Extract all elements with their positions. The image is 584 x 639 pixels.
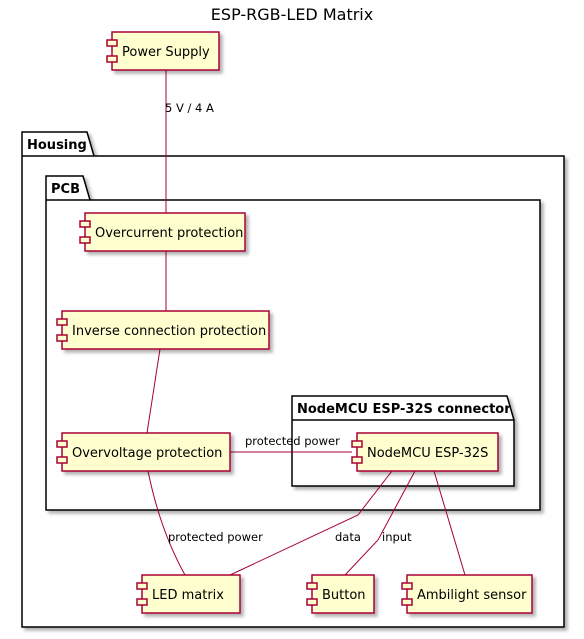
component-led-matrix: LED matrix xyxy=(136,574,241,614)
edge-label-protected-power-1: protected power xyxy=(245,434,340,448)
component-overvoltage: Overvoltage protection xyxy=(56,432,231,472)
package-connector-label: NodeMCU ESP-32S connector xyxy=(297,402,511,417)
edge-inverse-overvoltage xyxy=(146,348,161,434)
diagram-title: ESP-RGB-LED Matrix xyxy=(211,5,373,24)
edge-label-data: data xyxy=(335,530,361,544)
edge-overvoltage-led xyxy=(147,470,186,576)
edge-label-protected-power-2: protected power xyxy=(168,530,263,544)
package-housing-label: Housing xyxy=(27,138,87,153)
edge-label-supply: 5 V / 4 A xyxy=(165,101,214,115)
component-inverse-label: Inverse connection protection xyxy=(72,324,266,339)
component-ambilight: Ambilight sensor xyxy=(401,574,533,614)
component-power-supply-label: Power Supply xyxy=(122,45,210,60)
component-overvoltage-label: Overvoltage protection xyxy=(72,446,222,461)
edge-nodemcu-led xyxy=(229,470,393,576)
edge-label-input: input xyxy=(382,530,412,544)
component-ambilight-label: Ambilight sensor xyxy=(417,588,527,603)
component-button-label: Button xyxy=(322,588,366,603)
component-led-matrix-label: LED matrix xyxy=(152,588,224,603)
component-nodemcu-label: NodeMCU ESP-32S xyxy=(367,446,488,461)
component-inverse: Inverse connection protection xyxy=(56,310,270,350)
component-button: Button xyxy=(306,574,375,614)
component-power-supply: Power Supply xyxy=(106,31,220,71)
component-nodemcu: NodeMCU ESP-32S xyxy=(351,432,499,472)
edge-nodemcu-ambilight xyxy=(433,470,466,576)
package-pcb-label: PCB xyxy=(51,182,80,197)
component-overcurrent: Overcurrent protection xyxy=(79,212,246,252)
edges xyxy=(146,70,466,576)
component-overcurrent-label: Overcurrent protection xyxy=(95,226,243,241)
edge-nodemcu-button xyxy=(344,470,416,576)
